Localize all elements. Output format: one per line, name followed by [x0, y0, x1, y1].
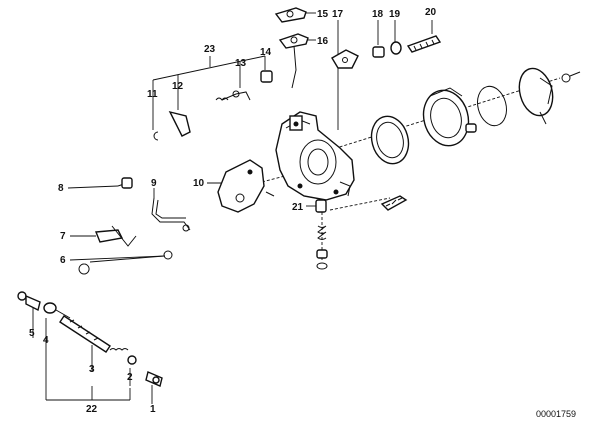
part-lever-17 — [331, 49, 359, 69]
part-plate-16 — [278, 33, 309, 89]
callout-6: 6 — [60, 255, 66, 266]
callout-1: 1 — [150, 404, 156, 415]
reference-number: 00001759 — [536, 409, 576, 419]
callout-20: 20 — [425, 7, 437, 18]
callout-19: 19 — [389, 9, 401, 20]
callout-15: 15 — [317, 9, 329, 20]
leader-lines — [32, 12, 433, 404]
part-clip-11 — [153, 131, 159, 141]
part-nut-18 — [372, 46, 385, 58]
part-lever-7 — [95, 225, 137, 247]
callout-8: 8 — [58, 183, 64, 194]
part-bushing-14 — [260, 70, 273, 83]
callout-17: 17 — [332, 9, 344, 20]
part-screw-21 — [315, 199, 327, 213]
part-throttle-body — [275, 111, 355, 201]
callout-4: 4 — [43, 335, 49, 346]
part-gasket-ring — [370, 115, 410, 165]
callout-16: 16 — [317, 36, 329, 47]
part-rod-8 — [117, 177, 133, 189]
part-cover — [518, 67, 581, 125]
part-gasket-15 — [274, 7, 307, 23]
callout-labels: 1 2 3 4 5 6 7 8 9 10 11 12 13 14 15 16 1… — [29, 7, 437, 415]
callout-22: 22 — [86, 404, 98, 415]
part-screw-20 — [406, 35, 442, 53]
part-spring-21 — [316, 225, 328, 270]
part-washer-19 — [390, 41, 402, 55]
part-cable-6 — [78, 250, 173, 275]
callout-14: 14 — [260, 47, 272, 58]
callout-11: 11 — [147, 89, 158, 100]
callout-23: 23 — [204, 44, 216, 55]
part-o-ring — [477, 85, 507, 127]
part-housing — [422, 87, 477, 147]
part-bracket-9 — [151, 197, 191, 232]
callout-10: 10 — [193, 178, 205, 189]
callout-5: 5 — [29, 328, 35, 339]
callout-9: 9 — [151, 178, 157, 189]
callout-2: 2 — [127, 372, 133, 383]
callout-12: 12 — [172, 81, 184, 92]
part-sensor-connector — [380, 195, 408, 211]
part-cam-plate-10 — [217, 159, 275, 213]
callout-3: 3 — [89, 364, 95, 375]
callout-13: 13 — [235, 58, 247, 69]
callout-18: 18 — [372, 9, 384, 20]
part-rod-assembly-22 — [17, 291, 163, 387]
part-spring-13 — [215, 90, 251, 101]
part-lever-12 — [168, 110, 191, 137]
callout-7: 7 — [60, 231, 66, 242]
callout-21: 21 — [292, 202, 304, 213]
